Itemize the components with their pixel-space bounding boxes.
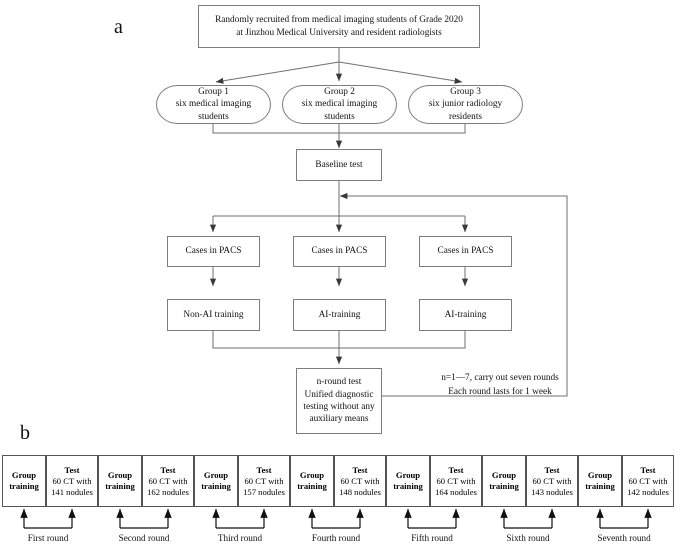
test-cell-line-6: 60 CT with — [532, 475, 572, 486]
group-1-node: Group 1 six medical imaging students — [156, 85, 271, 124]
test-cell-line-1: 141 nodules — [51, 486, 93, 497]
test-cell-line-7: 60 CT with — [628, 475, 668, 486]
group-2-node: Group 2 six medical imaging students — [282, 85, 397, 124]
test-cell-line-2: 162 nodules — [147, 486, 189, 497]
test-cell-line-3: 60 CT with — [244, 475, 284, 486]
test-cell-title-2: Test — [160, 464, 176, 475]
non-ai-training-box: Non-AI training — [167, 299, 260, 331]
round-label-7: Seventh round — [597, 533, 651, 543]
panel-b-label: b — [20, 422, 30, 444]
group-training-cell-6: Group training — [482, 455, 526, 507]
test-cell-title-3: Test — [256, 464, 272, 475]
test-cell-line-5: 60 CT with — [436, 475, 476, 486]
test-cell-line-3: 157 nodules — [243, 486, 285, 497]
test-cell-title-7: Test — [640, 464, 656, 475]
test-cell-title-4: Test — [352, 464, 368, 475]
group-3-node: Group 3 six junior radiology residents — [408, 85, 523, 124]
group-training-cell-1: Group training — [2, 455, 46, 507]
test-cell-title-6: Test — [544, 464, 560, 475]
test-cell-line-4: 148 nodules — [339, 486, 381, 497]
n-round-test-box: n-round test Unified diagnostic testing … — [296, 368, 382, 434]
test-cell-title-1: Test — [64, 464, 80, 475]
test-cell-line-5: 164 nodules — [435, 486, 477, 497]
group-training-cell-5: Group training — [386, 455, 430, 507]
round-label-4: Fourth round — [311, 533, 361, 543]
test-cell-title-5: Test — [448, 464, 464, 475]
test-cell-line-2: 60 CT with — [148, 475, 188, 486]
round-label-1: First round — [27, 533, 69, 543]
ai-training-3-box: AI-training — [419, 299, 512, 331]
test-cell-line-1: 60 CT with — [52, 475, 92, 486]
cases-pacs-3-box: Cases in PACS — [419, 236, 512, 267]
test-cell-line-7: 142 nodules — [627, 486, 669, 497]
group-training-cell-3: Group training — [194, 455, 238, 507]
ai-training-2-box: AI-training — [293, 299, 386, 331]
group-training-cell-2: Group training — [98, 455, 142, 507]
panel-a-label: a — [114, 16, 123, 38]
loop-annotation: n=1—7, carry out seven rounds Each round… — [441, 373, 559, 397]
baseline-test-box: Baseline test — [296, 149, 382, 181]
test-cell-line-4: 60 CT with — [340, 475, 380, 486]
cases-pacs-1-box: Cases in PACS — [167, 236, 260, 267]
round-label-6: Sixth round — [506, 533, 550, 543]
recruitment-box: Randomly recruited from medical imaging … — [198, 5, 480, 48]
group-training-cell-4: Group training — [290, 455, 334, 507]
round-label-5: Fifth round — [411, 533, 453, 543]
round-label-3: Third round — [217, 533, 263, 543]
test-cell-line-6: 143 nodules — [531, 486, 573, 497]
cases-pacs-2-box: Cases in PACS — [293, 236, 386, 267]
round-label-2: Second round — [118, 533, 170, 543]
group-training-cell-7: Group training — [578, 455, 622, 507]
